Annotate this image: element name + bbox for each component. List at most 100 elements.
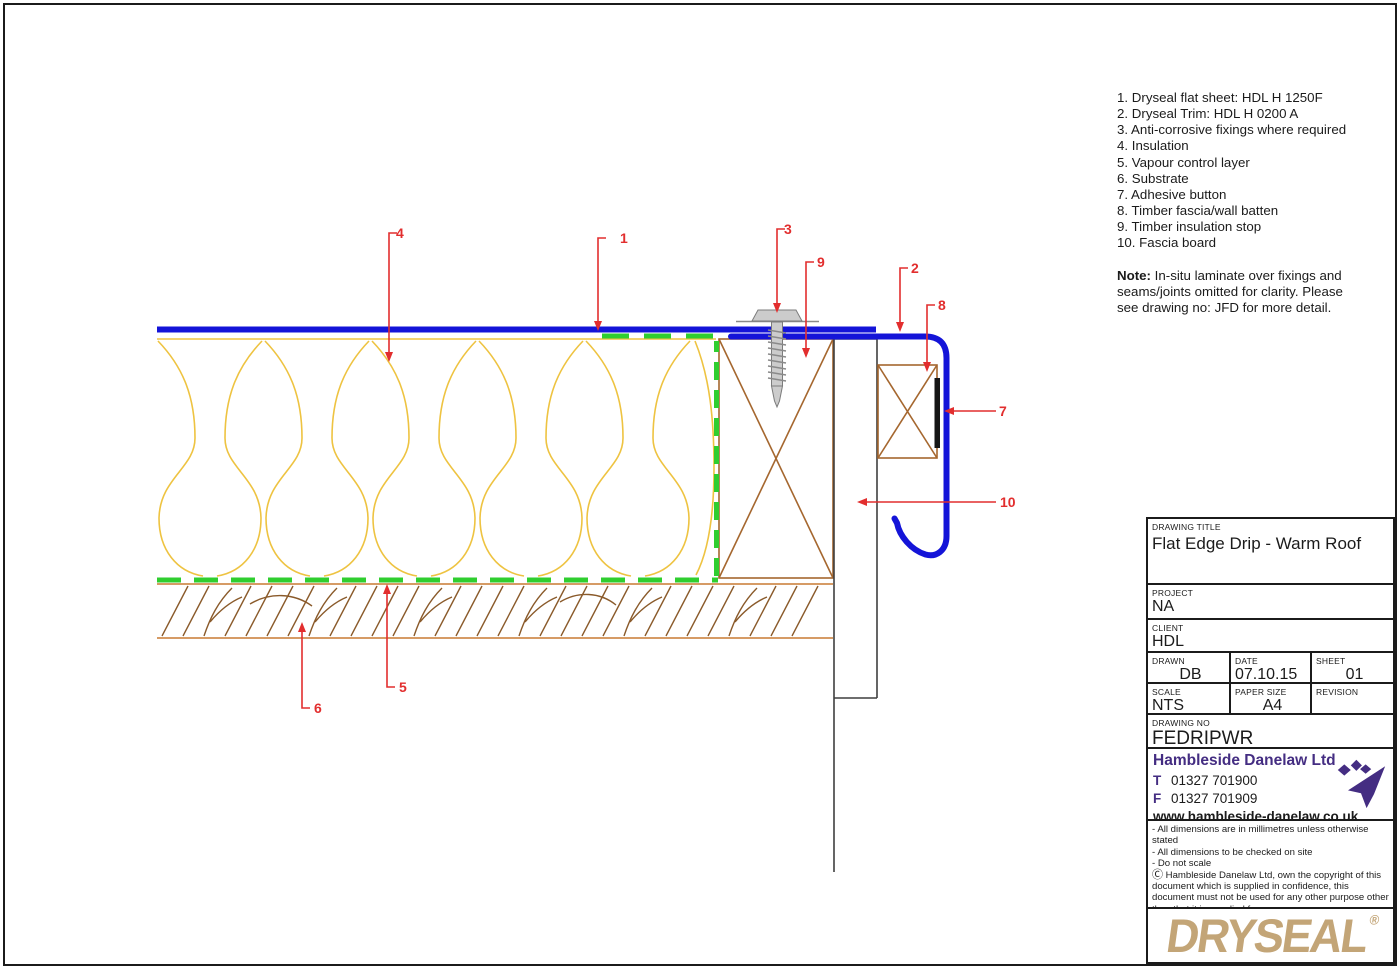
hatch-stroke: [264, 340, 370, 577]
hatch-stroke: [476, 585, 504, 637]
dryseal-wordmark: DRYSEAL: [1162, 908, 1370, 962]
copyright-text: Hambleside Danelaw Ltd, own the copyrigh…: [1152, 869, 1389, 907]
wood-grain-pattern: [161, 585, 819, 637]
legend-item-1: 1. Dryseal flat sheet: HDL H 1250F: [1117, 90, 1323, 105]
paper-size-cell: PAPER SIZE A4: [1229, 684, 1310, 713]
vapour-control-layer: [157, 333, 719, 583]
note-text: In-situ laminate over fixings and seams/…: [1117, 268, 1343, 316]
dryseal-trim: [728, 333, 950, 559]
callout-6-substrate: 6: [314, 700, 322, 716]
company-name: Hambleside Danelaw Ltd: [1153, 752, 1336, 769]
fax-value: 01327 701909: [1171, 791, 1258, 806]
disclaimer-line-1: - All dimensions are in millimetres unle…: [1152, 824, 1369, 847]
company-website: www.hambleside-danelaw.co.uk: [1153, 809, 1359, 819]
callout-4-insulation: 4: [396, 225, 404, 241]
legend-item-10: 10. Fascia board: [1117, 235, 1217, 251]
leader-7: [944, 407, 996, 415]
hatch-stroke: [559, 593, 617, 606]
scale-cell: SCALE NTS: [1148, 684, 1229, 713]
fascia-board: [833, 338, 878, 872]
hatch-stroke: [245, 585, 273, 637]
insulation-pattern: [157, 340, 691, 577]
hatch-stroke: [728, 587, 758, 637]
callout-7-adhesive-button: 7: [999, 403, 1007, 419]
drawn-date-sheet-row: DRAWN DB DATE 07.10.15 SHEET 01: [1148, 651, 1393, 682]
hambleside-danelaw-logo-icon: [1337, 759, 1386, 809]
legend-item-2: 2. Dryseal Trim: HDL H 0200 A: [1117, 106, 1299, 122]
legend-item-5: 5. Vapour control layer: [1117, 154, 1250, 170]
hatch-stroke: [419, 596, 453, 623]
hatch-stroke: [266, 585, 294, 637]
client-label: CLIENT: [1152, 623, 1184, 633]
hatch-stroke: [539, 585, 567, 637]
note-label: Note:: [1117, 268, 1151, 283]
hatch-stroke: [434, 585, 462, 637]
callout-8-batten: 8: [938, 297, 946, 313]
insulation-layer: [157, 338, 716, 577]
disclaimer-line-3: - Do not scale: [1152, 858, 1212, 870]
hatch-stroke: [734, 596, 768, 623]
hatch-stroke: [161, 585, 189, 637]
leader-5: [383, 584, 395, 688]
legend-item-4: 4. Insulation: [1117, 138, 1189, 154]
copyright-icon: Ⓒ: [1152, 868, 1163, 881]
substrate-layer: [157, 583, 833, 639]
callout-5-vcl: 5: [399, 679, 407, 695]
hatch-stroke: [224, 585, 252, 637]
insulation-end-curve: [694, 340, 715, 576]
tel-value: 01327 701900: [1171, 773, 1258, 788]
project-label: PROJECT: [1152, 588, 1194, 598]
hatch-stroke: [686, 585, 714, 637]
hatch-stroke: [455, 585, 483, 637]
hatch-stroke: [413, 587, 443, 637]
dryseal-logo-row: DRYSEAL®: [1148, 907, 1393, 962]
drawing-no-label: DRAWING NO: [1152, 718, 1210, 728]
hatch-stroke: [560, 585, 588, 637]
hatch-stroke: [644, 585, 672, 637]
scale-value: NTS: [1152, 697, 1184, 713]
callout-9-insulation-stop: 9: [817, 254, 825, 270]
legend: 1. Dryseal flat sheet: HDL H 1250F 2. Dr…: [1117, 90, 1373, 252]
legend-item-6: 6. Substrate: [1117, 170, 1189, 186]
hatch-stroke: [350, 585, 378, 637]
title-block: DRAWING TITLE Flat Edge Drip - Warm Roof…: [1146, 517, 1395, 964]
hatch-stroke: [665, 585, 693, 637]
legend-list: 1. Dryseal flat sheet: HDL H 1250F 2. Dr…: [1117, 90, 1373, 252]
drawn-label: DRAWN: [1152, 656, 1185, 666]
drawing-title: Flat Edge Drip - Warm Roof: [1152, 534, 1362, 553]
hatch-stroke: [581, 585, 609, 637]
hatch-stroke: [203, 587, 233, 637]
leader-3: [773, 228, 785, 313]
leader-2: [896, 267, 908, 332]
hatch-stroke: [629, 596, 663, 623]
sheet-value: 01: [1345, 666, 1364, 682]
paper-size-value: A4: [1262, 697, 1283, 713]
paper-size-label: PAPER SIZE: [1235, 687, 1287, 697]
scale-paper-revision-row: SCALE NTS PAPER SIZE A4 REVISION: [1148, 682, 1393, 713]
adhesive-button: [934, 378, 940, 448]
date-cell: DATE 07.10.15: [1229, 653, 1310, 682]
sheet-border: [3, 3, 1397, 966]
drawing-title-label: DRAWING TITLE: [1152, 522, 1221, 532]
date-label: DATE: [1235, 656, 1258, 666]
hatch-stroke: [287, 585, 315, 637]
fixing-screw: [736, 309, 819, 409]
hatch-stroke: [585, 340, 691, 577]
scale-label: SCALE: [1152, 687, 1181, 697]
timber-batten: [877, 364, 938, 459]
hatch-stroke: [209, 596, 243, 623]
leader-1: [594, 237, 606, 331]
revision-cell: REVISION: [1310, 684, 1393, 713]
leader-4: [385, 232, 397, 362]
dryseal-logo: DRYSEAL®: [1162, 908, 1379, 962]
hatch-stroke: [371, 340, 477, 577]
legend-item-7: 7. Adhesive button: [1117, 186, 1227, 202]
callout-10-fascia-board: 10: [1000, 494, 1016, 510]
leader-6: [298, 622, 310, 709]
drawn-value: DB: [1179, 666, 1202, 682]
hatch-stroke: [749, 585, 777, 637]
leader-9: [802, 261, 814, 358]
